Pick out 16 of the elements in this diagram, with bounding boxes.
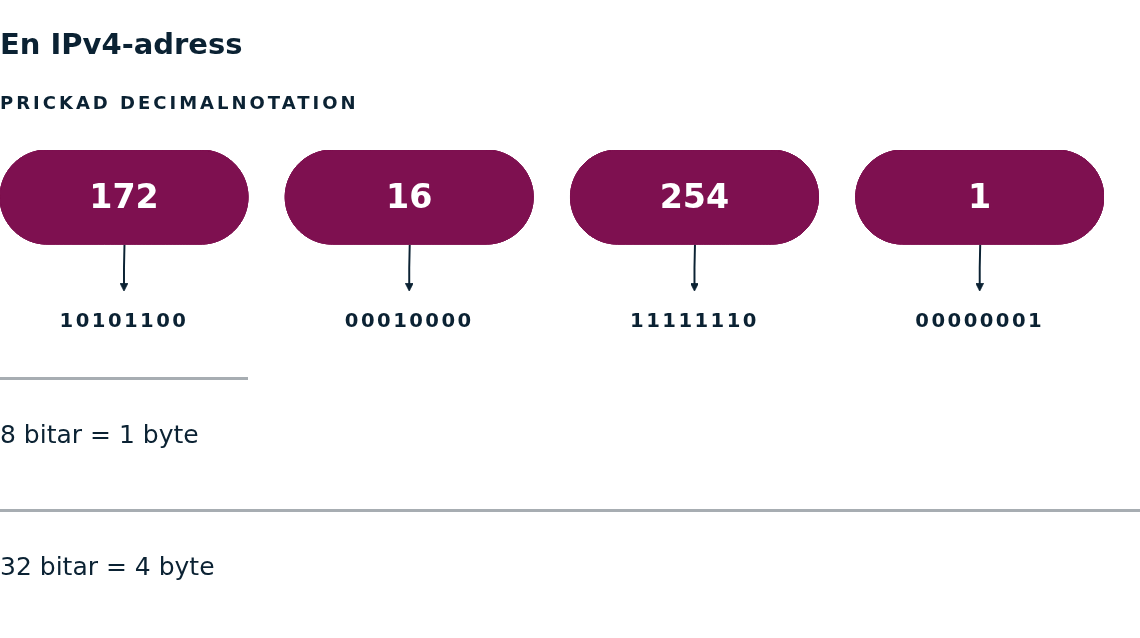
binary-value: 00010000 bbox=[344, 307, 474, 335]
arrow bbox=[690, 243, 699, 292]
arrow bbox=[975, 243, 985, 292]
binary-value: 00000001 bbox=[915, 307, 1045, 335]
value-pill: 172 bbox=[0, 150, 249, 245]
arrow bbox=[404, 243, 414, 292]
arrow bbox=[119, 243, 129, 292]
binary-value: 10101100 bbox=[59, 307, 189, 335]
value-pill: 1 bbox=[855, 150, 1104, 245]
diagram-title: En IPv4-adress bbox=[0, 27, 243, 62]
value-pill: 16 bbox=[284, 150, 534, 245]
binary-value: 11111110 bbox=[630, 307, 759, 335]
note-text: 8 bitar = 1 byte bbox=[0, 420, 199, 450]
subtitle: PRICKAD DECIMALNOTATION bbox=[0, 92, 359, 114]
value-pill: 254 bbox=[570, 150, 819, 245]
note-text: 32 bitar = 4 byte bbox=[0, 552, 215, 582]
